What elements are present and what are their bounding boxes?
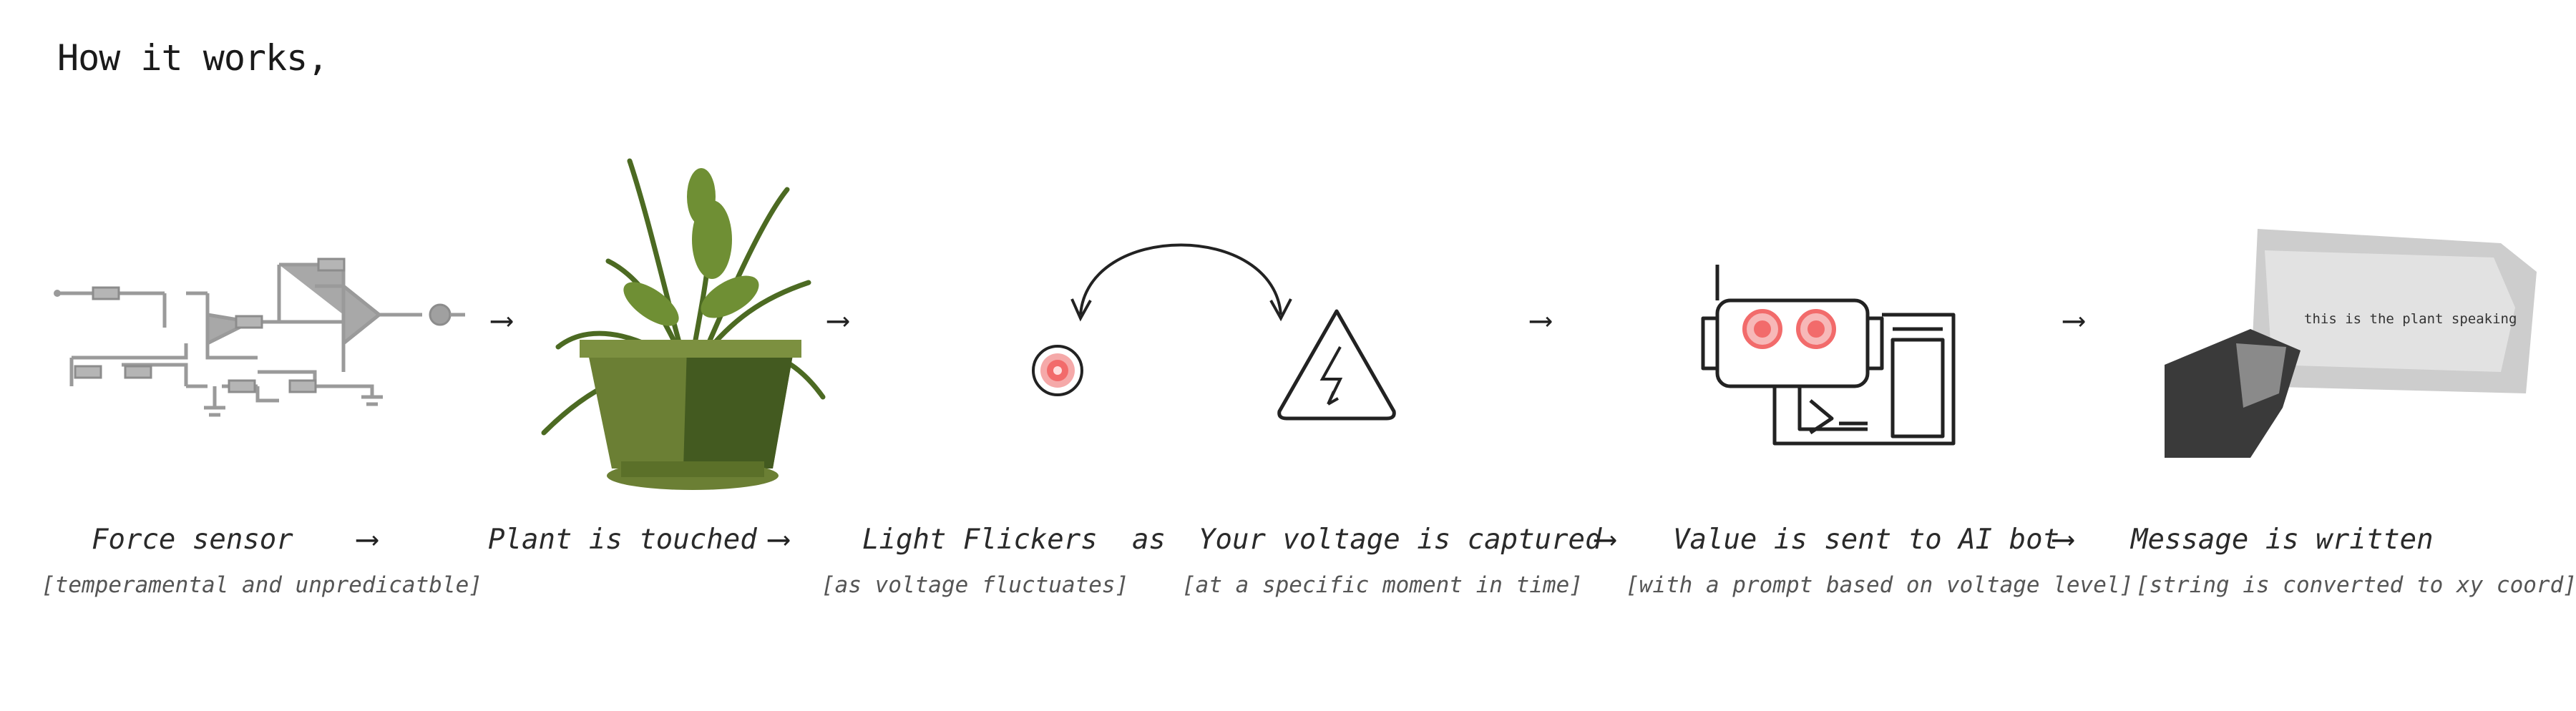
flow-arrow: ⟶ bbox=[2054, 521, 2073, 557]
connector-as: as bbox=[1132, 524, 1166, 556]
page-title: How it works, bbox=[57, 37, 328, 79]
step-label-voltage-captured: Your voltage is captured bbox=[1199, 524, 1602, 556]
step-sub-sent-to-ai: [with a prompt based on voltage level] bbox=[1626, 572, 2134, 598]
step-sub-light-flickers: [as voltage fluctuates] bbox=[821, 572, 1129, 598]
voltage-warning-icon bbox=[1277, 309, 1396, 421]
paper-in-hand-icon bbox=[2165, 229, 2537, 458]
flow-arrow: ⟶ bbox=[829, 302, 848, 338]
circuit-icon bbox=[54, 258, 465, 417]
flow-arrow: ⟶ bbox=[358, 521, 377, 557]
step-label-sent-to-ai: Value is sent to AI bot bbox=[1673, 524, 2060, 556]
step-label-light-flickers: Light Flickers bbox=[862, 524, 1098, 556]
feedback-loop-arrow bbox=[1070, 243, 1292, 322]
led-icon bbox=[1032, 345, 1083, 396]
flow-arrow: ⟶ bbox=[1531, 302, 1551, 338]
step-sub-force-sensor: [temperamental and unpredicatble] bbox=[42, 572, 482, 598]
ai-bot-icon bbox=[1701, 265, 1956, 446]
step-label-message-written: Message is written bbox=[2131, 524, 2434, 556]
flow-arrow: ⟶ bbox=[2064, 302, 2084, 338]
flow-arrow: ⟶ bbox=[492, 302, 512, 338]
step-label-plant-touched: Plant is touched bbox=[488, 524, 757, 556]
paper-message: this is the plant speaking bbox=[2304, 311, 2517, 327]
plant-icon bbox=[541, 158, 826, 490]
flow-arrow: ⟶ bbox=[1596, 521, 1615, 557]
step-label-force-sensor: Force sensor bbox=[92, 524, 293, 556]
flow-arrow: ⟶ bbox=[769, 521, 789, 557]
step-sub-voltage-captured: [at a specific moment in time] bbox=[1182, 572, 1583, 598]
step-sub-message-written: [string is converted to xy coord] bbox=[2136, 572, 2576, 598]
